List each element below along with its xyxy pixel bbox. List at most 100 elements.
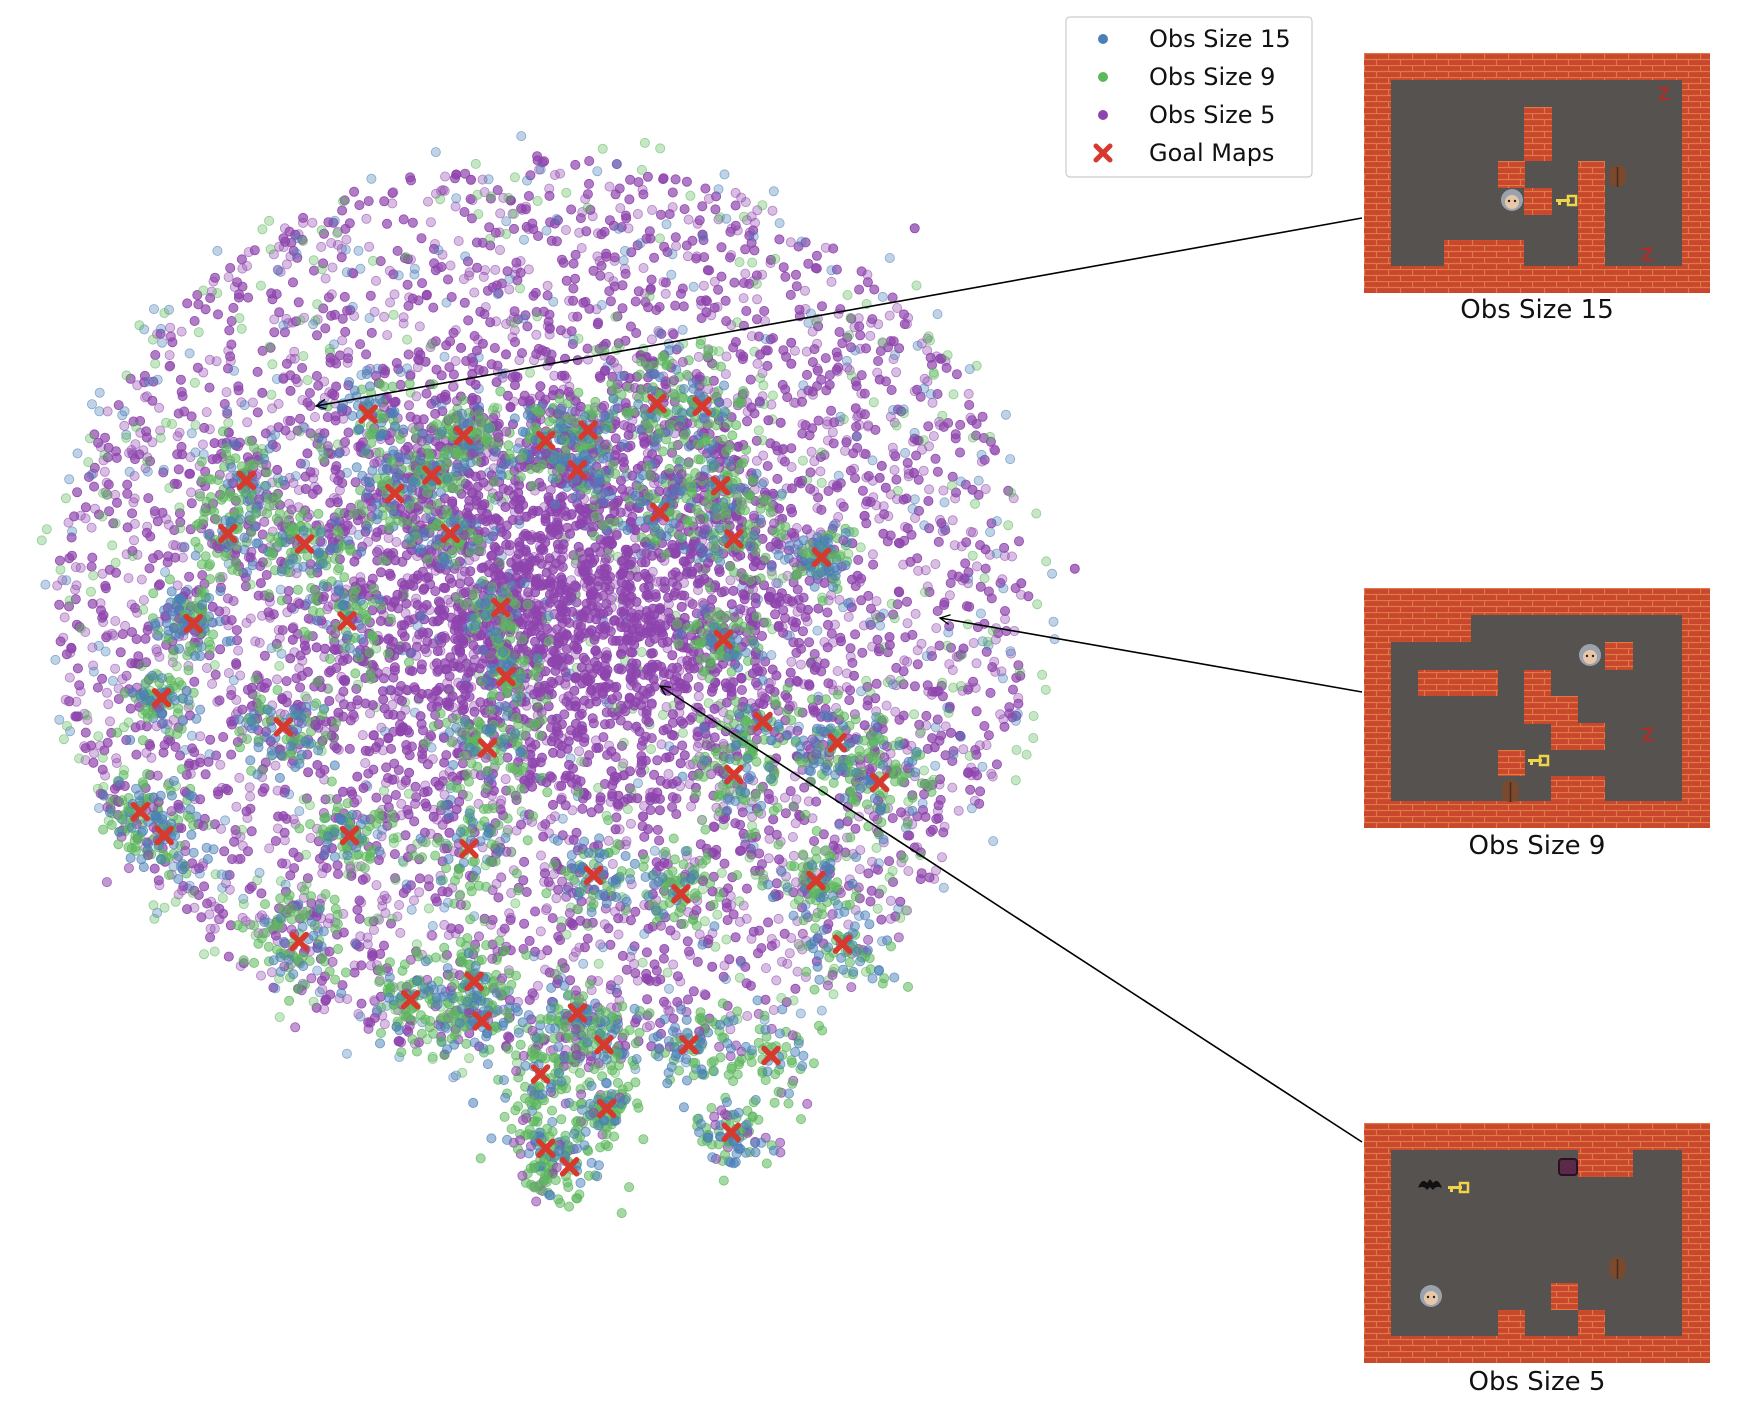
point-obs-size-15 <box>867 455 878 466</box>
point-obs-size-5 <box>363 196 374 207</box>
point-obs-size-15 <box>427 921 438 932</box>
point-obs-size-15 <box>67 526 78 537</box>
point-obs-size-15 <box>766 650 777 661</box>
point-obs-size-15 <box>661 219 672 230</box>
point-obs-size-5 <box>186 411 197 422</box>
point-obs-size-5 <box>224 325 235 336</box>
point-obs-size-15 <box>720 974 731 985</box>
point-obs-size-9 <box>464 1053 475 1064</box>
point-obs-size-9 <box>343 869 354 880</box>
point-obs-size-15 <box>504 273 515 284</box>
point-obs-size-5 <box>361 349 372 360</box>
point-obs-size-9 <box>150 358 161 369</box>
point-obs-size-15 <box>107 675 118 686</box>
point-obs-size-5 <box>241 617 252 628</box>
point-obs-size-5 <box>365 290 376 301</box>
point-obs-size-5 <box>551 893 562 904</box>
point-obs-size-5 <box>803 258 814 269</box>
point-obs-size-5 <box>584 155 595 166</box>
point-obs-size-9 <box>582 202 593 213</box>
point-obs-size-9 <box>121 370 132 381</box>
point-obs-size-5 <box>772 473 783 484</box>
point-obs-size-5 <box>263 607 274 618</box>
point-obs-size-5 <box>812 365 823 376</box>
point-obs-size-5 <box>453 924 464 935</box>
point-obs-size-5 <box>505 912 516 923</box>
point-obs-size-15 <box>341 1048 352 1059</box>
point-obs-size-5 <box>645 1020 656 1031</box>
point-obs-size-5 <box>570 159 581 170</box>
point-obs-size-9 <box>861 675 872 686</box>
point-obs-size-5 <box>725 252 736 263</box>
point-obs-size-5 <box>478 366 489 377</box>
point-obs-size-15 <box>483 174 494 185</box>
point-obs-size-5 <box>649 959 660 970</box>
point-obs-size-5 <box>133 651 144 662</box>
point-obs-size-5 <box>485 317 496 328</box>
point-obs-size-5 <box>625 174 636 185</box>
point-obs-size-5 <box>682 936 693 947</box>
point-obs-size-5 <box>223 620 234 631</box>
point-obs-size-15 <box>94 387 105 398</box>
point-obs-size-5 <box>556 794 567 805</box>
point-obs-size-5 <box>900 632 911 643</box>
point-obs-size-5 <box>813 415 824 426</box>
point-obs-size-5 <box>598 590 609 601</box>
point-obs-size-5 <box>971 706 982 717</box>
point-obs-size-5 <box>281 259 292 270</box>
point-obs-size-9 <box>895 675 906 686</box>
point-obs-size-5 <box>930 453 941 464</box>
point-obs-size-5 <box>354 913 365 924</box>
point-obs-size-5 <box>601 707 612 718</box>
point-obs-size-5 <box>795 659 806 670</box>
point-obs-size-5 <box>154 579 165 590</box>
point-obs-size-5 <box>335 692 346 703</box>
point-obs-size-5 <box>820 353 831 364</box>
point-obs-size-5 <box>521 201 532 212</box>
point-obs-size-5 <box>447 381 458 392</box>
point-obs-size-5 <box>165 322 176 333</box>
point-obs-size-15 <box>516 131 527 142</box>
point-obs-size-9 <box>302 375 313 386</box>
point-obs-size-5 <box>361 213 372 224</box>
point-obs-size-5 <box>449 173 460 184</box>
point-obs-size-5 <box>967 415 978 426</box>
point-obs-size-5 <box>108 630 119 641</box>
point-obs-size-5 <box>428 302 439 313</box>
point-obs-size-5 <box>671 809 682 820</box>
point-obs-size-9 <box>1003 520 1014 531</box>
point-obs-size-5 <box>427 930 438 941</box>
point-obs-size-5 <box>968 676 979 687</box>
point-obs-size-5 <box>378 940 389 951</box>
point-obs-size-9 <box>352 679 363 690</box>
point-obs-size-5 <box>803 796 814 807</box>
point-obs-size-9 <box>257 224 268 235</box>
point-obs-size-9 <box>955 681 966 692</box>
point-obs-size-9 <box>967 432 978 443</box>
point-obs-size-5 <box>884 310 895 321</box>
point-obs-size-5 <box>338 927 349 938</box>
point-obs-size-9 <box>60 493 71 504</box>
point-obs-size-5 <box>910 608 921 619</box>
point-obs-size-5 <box>630 906 641 917</box>
point-obs-size-5 <box>837 338 848 349</box>
point-obs-size-5 <box>138 595 149 606</box>
point-obs-size-5 <box>615 203 626 214</box>
point-obs-size-9 <box>655 143 666 154</box>
point-obs-size-5 <box>270 760 281 771</box>
point-obs-size-9 <box>556 962 567 973</box>
point-obs-size-9 <box>614 341 625 352</box>
point-obs-size-5 <box>639 900 650 911</box>
point-obs-size-5 <box>368 925 379 936</box>
point-obs-size-5 <box>869 284 880 295</box>
point-obs-size-5 <box>1000 606 1011 617</box>
point-obs-size-5 <box>667 792 678 803</box>
point-obs-size-5 <box>977 411 988 422</box>
point-obs-size-9 <box>316 225 327 236</box>
point-obs-size-5 <box>726 900 737 911</box>
point-obs-size-5 <box>802 369 813 380</box>
point-obs-size-5 <box>661 999 672 1010</box>
point-obs-size-9 <box>300 849 311 860</box>
point-obs-size-9 <box>877 337 888 348</box>
point-obs-size-5 <box>103 699 114 710</box>
